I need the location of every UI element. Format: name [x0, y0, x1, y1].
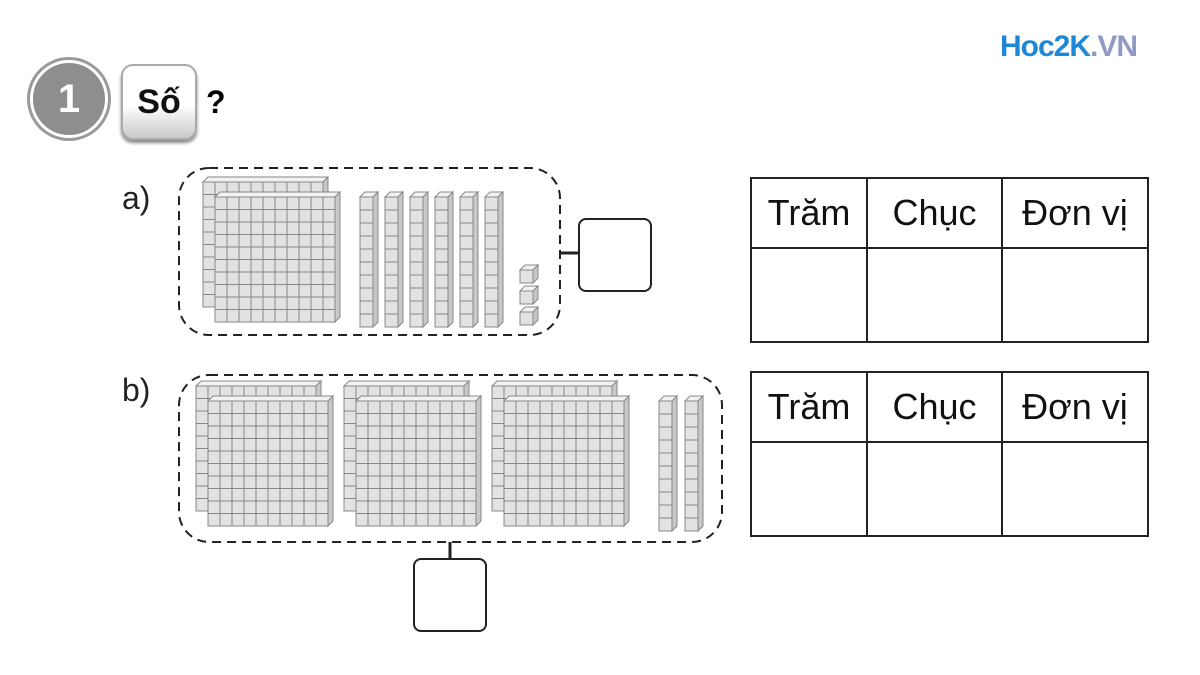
part-b-label: b)	[122, 372, 151, 408]
logo-text: Hoc2K	[1000, 30, 1091, 63]
cell-tens[interactable]	[866, 441, 1003, 537]
unit-cube	[518, 263, 540, 285]
ten-rod	[433, 190, 455, 329]
ten-rod	[683, 394, 705, 533]
ten-rod	[458, 190, 480, 329]
cell-hundreds[interactable]	[750, 441, 868, 537]
part-b-group-outline	[178, 374, 723, 543]
header-hundreds: Trăm	[750, 371, 868, 443]
cell-tens[interactable]	[866, 247, 1003, 343]
part-b-answer-box[interactable]	[413, 558, 487, 632]
hundred-flat	[502, 394, 631, 528]
header-tens: Chục	[866, 177, 1003, 249]
header-ones: Đơn vị	[1001, 371, 1149, 443]
ten-rod	[383, 190, 405, 329]
header-ones: Đơn vị	[1001, 177, 1149, 249]
part-a-answer-box[interactable]	[578, 218, 652, 292]
question-mark: ?	[206, 84, 226, 120]
ten-rod	[483, 190, 505, 329]
header-tens: Chục	[866, 371, 1003, 443]
logo: Hoc2K.VN	[1000, 30, 1138, 64]
hundred-flat	[213, 190, 342, 324]
ten-rod	[657, 394, 679, 533]
header-hundreds: Trăm	[750, 177, 868, 249]
hundred-flat	[354, 394, 483, 528]
cell-ones[interactable]	[1001, 441, 1149, 537]
exercise-number: 1	[30, 60, 108, 138]
logo-suffix: .VN	[1090, 30, 1138, 63]
hundred-flat	[206, 394, 335, 528]
unit-cube	[518, 284, 540, 306]
cell-ones[interactable]	[1001, 247, 1149, 343]
cell-hundreds[interactable]	[750, 247, 868, 343]
ten-rod	[408, 190, 430, 329]
ten-rod	[358, 190, 380, 329]
unit-cube	[518, 305, 540, 327]
exercise-badge: Số	[121, 64, 197, 140]
part-a-label: a)	[122, 180, 151, 216]
